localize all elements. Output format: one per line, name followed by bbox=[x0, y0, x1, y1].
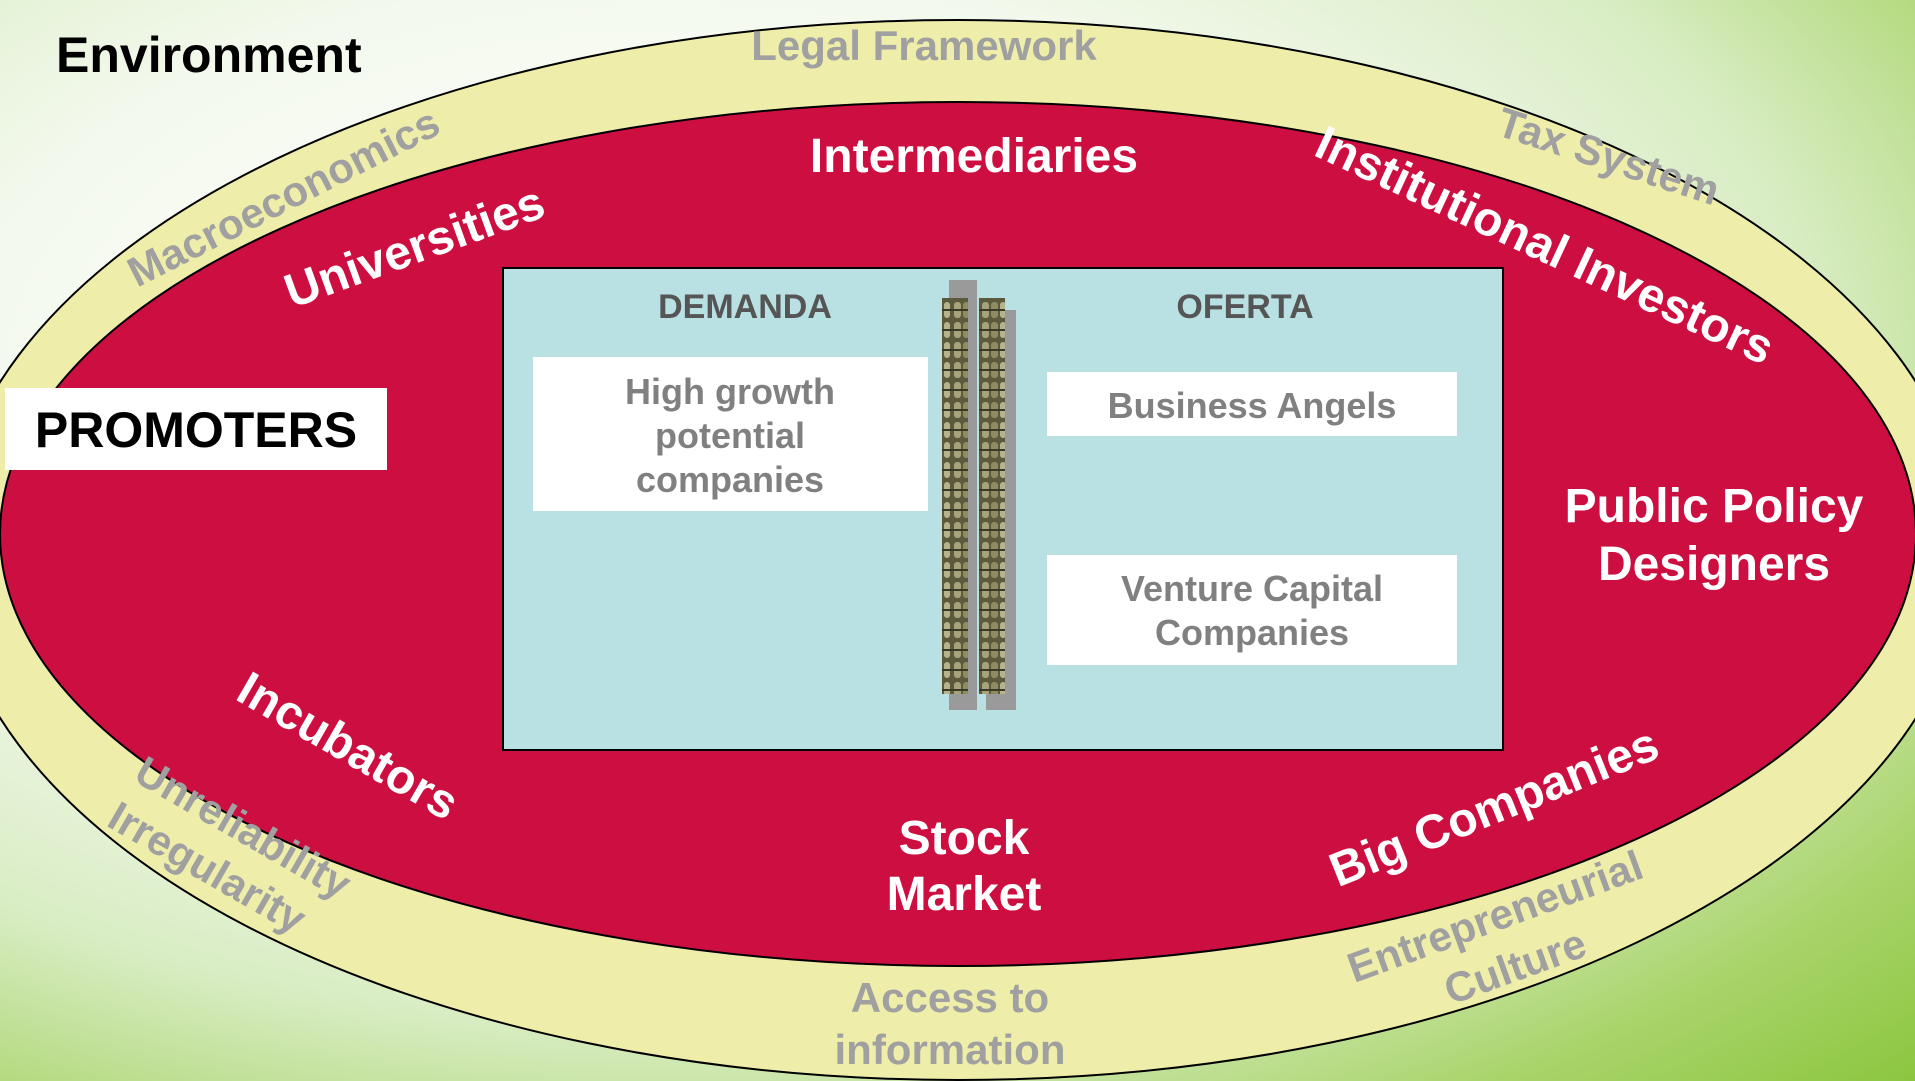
intermediaries-label: Intermediaries bbox=[810, 130, 1138, 183]
public-policy-line-2: Designers bbox=[1598, 538, 1830, 591]
environment-title: Environment bbox=[56, 27, 362, 83]
demand-item-line-3: companies bbox=[636, 459, 824, 500]
public-policy-line-1: Public Policy bbox=[1565, 480, 1864, 533]
legal-framework-label: Legal Framework bbox=[751, 22, 1097, 69]
promoters-title: PROMOTERS bbox=[35, 402, 357, 458]
stock-market-line-1: Stock bbox=[899, 812, 1030, 865]
business-angels-box bbox=[1047, 372, 1457, 436]
promoters-title-box bbox=[5, 388, 387, 470]
venture-capital-box bbox=[1047, 555, 1457, 665]
demand-item-line-2: potential bbox=[655, 415, 805, 456]
access-line-1: Access to bbox=[851, 974, 1049, 1021]
venture-capital-line-2: Companies bbox=[1155, 612, 1349, 653]
demand-title: DEMANDA bbox=[658, 288, 832, 326]
supply-title: OFERTA bbox=[1176, 288, 1313, 326]
venture-capital-line-1: Venture Capital bbox=[1121, 568, 1383, 609]
stock-market-line-2: Market bbox=[887, 868, 1042, 921]
access-line-2: information bbox=[835, 1026, 1066, 1073]
demand-item-box bbox=[533, 357, 928, 511]
demand-item-line-1: High growth bbox=[625, 371, 835, 412]
coin-stacks-divider bbox=[942, 280, 1016, 710]
business-angels-label: Business Angels bbox=[1108, 385, 1397, 426]
